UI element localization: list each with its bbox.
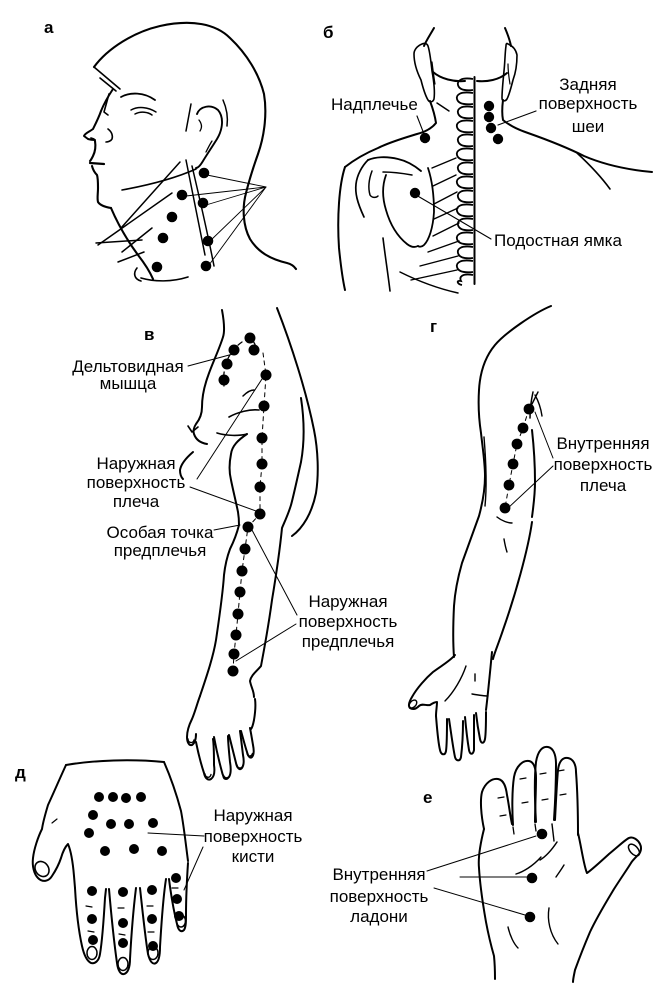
svg-text:поверхность: поверхность [299,612,398,631]
svg-text:д: д [15,763,26,782]
svg-text:Особая точка: Особая точка [107,523,214,542]
svg-text:Внутренняя: Внутренняя [332,865,425,884]
svg-text:Внутренняя: Внутренняя [556,434,649,453]
svg-text:г: г [430,317,437,336]
svg-text:в: в [144,325,154,344]
svg-text:Наружная: Наружная [213,806,292,825]
svg-text:поверхность: поверхность [204,827,303,846]
svg-text:предплечья: предплечья [114,541,207,560]
svg-text:предплечья: предплечья [302,632,395,651]
svg-text:ладони: ладони [350,907,408,926]
svg-text:Наружная: Наружная [308,592,387,611]
svg-text:плеча: плеча [113,492,160,511]
svg-text:а: а [44,18,54,37]
svg-text:е: е [423,788,432,807]
svg-text:шеи: шеи [572,117,605,136]
svg-text:поверхность: поверхность [87,473,186,492]
svg-text:Дельтовидная: Дельтовидная [72,357,183,376]
svg-text:Задняя: Задняя [559,75,616,94]
svg-text:плеча: плеча [580,476,627,495]
svg-text:кисти: кисти [232,847,275,866]
svg-text:Наружная: Наружная [96,454,175,473]
svg-text:мышца: мышца [100,374,157,393]
svg-text:б: б [323,23,334,42]
svg-text:Надплечье: Надплечье [331,95,418,114]
svg-text:поверхность: поверхность [554,455,653,474]
svg-text:поверхность: поверхность [539,94,638,113]
svg-text:поверхность: поверхность [330,887,429,906]
svg-text:Подостная ямка: Подостная ямка [494,231,622,250]
